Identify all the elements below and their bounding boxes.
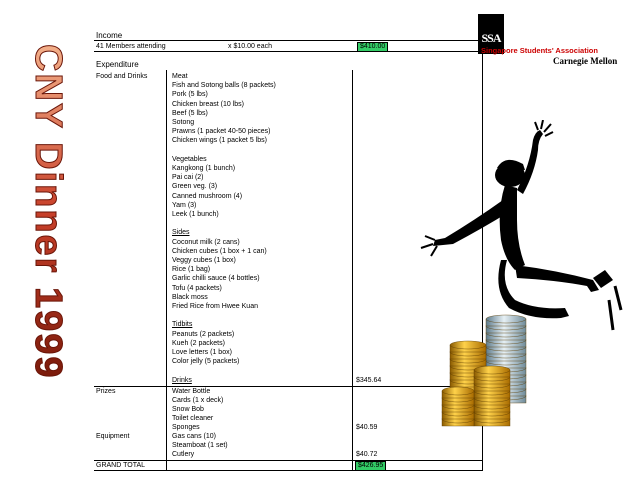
section-title-tidbits: Tidbits — [172, 321, 193, 329]
logo-monogram: SSA — [481, 31, 501, 45]
section-title-sides: Sides — [172, 229, 190, 237]
drinks-rule — [94, 386, 482, 387]
list-item: Green veg. (3) — [172, 183, 218, 191]
income-total: $410.00 — [357, 42, 389, 52]
list-item: Coconut milk (2 cans) — [172, 238, 240, 246]
list-item: Tofu (4 packets) — [172, 284, 222, 292]
section-title-meat: Meat — [172, 73, 188, 80]
food-and-drinks-label: Food and Drinks — [96, 73, 148, 80]
prize-item: Toilet cleaner — [172, 415, 214, 422]
prizes-label: Prizes — [96, 388, 116, 395]
right-border — [482, 40, 483, 471]
income-rule — [94, 51, 482, 52]
coin-stack-group — [441, 314, 527, 427]
food-items-list: Meat Fish and Sotong balls (8 packets) P… — [172, 72, 352, 366]
bottom-rule — [94, 470, 482, 471]
section-title-vegetables: Vegetables — [172, 155, 207, 163]
list-item: Yam (3) — [172, 201, 197, 209]
equipment-item: Cutlery — [172, 451, 195, 458]
grand-total-rule — [94, 460, 482, 461]
rate-per-member: x $10.00 each — [228, 43, 272, 50]
list-item: Chicken cubes (1 box + 1 can) — [172, 247, 267, 255]
vertical-title-text: CNY Dinner 1999 — [27, 44, 69, 380]
list-item: Beef (5 lbs) — [172, 109, 208, 117]
list-item: Peanuts (2 packets) — [172, 330, 235, 338]
list-item: Pai cai (2) — [172, 174, 204, 182]
prize-item: Cards (1 x deck) — [172, 397, 224, 404]
grand-total-value: $426.95 — [355, 461, 387, 471]
prize-item: Snow Bob — [172, 406, 204, 413]
food-total: $345.64 — [356, 377, 382, 384]
logo-org-name: Singapore Students' Association — [481, 46, 598, 55]
ssa-logo: SSA Singapore Students' Association Carn… — [478, 14, 628, 75]
equipment-item: Steamboat (1 set) — [172, 442, 228, 449]
list-item: Fish and Sotong balls (8 packets) — [172, 82, 276, 90]
list-item: Fried Rice from Hwee Kuan — [172, 303, 258, 311]
prizes-total: $40.59 — [356, 424, 378, 431]
equipment-item: Gas cans (10) — [172, 433, 216, 440]
list-item: Leek (1 bunch) — [172, 211, 219, 219]
amount-divider — [352, 70, 353, 470]
list-item: Chicken wings (1 packet 5 lbs) — [172, 137, 267, 145]
ssa-logo-mark: SSA Singapore Students' Association Carn… — [478, 14, 617, 66]
prize-item: Sponges — [172, 424, 200, 431]
list-item: Prawns (1 packet 40-50 pieces) — [172, 128, 271, 136]
section-divider — [166, 70, 167, 470]
prize-item: Water Bottle — [172, 388, 211, 395]
equipment-label: Equipment — [96, 433, 130, 440]
grand-total-label: GRAND TOTAL — [96, 462, 146, 469]
list-item: Pork (5 lbs) — [172, 91, 208, 99]
list-item: Chicken breast (10 lbs) — [172, 100, 244, 108]
list-item: Rice (1 bag) — [172, 266, 211, 274]
members-attending: 41 Members attending — [96, 43, 166, 50]
list-item: Garlic chilli sauce (4 bottles) — [172, 275, 260, 283]
coin-stacks-clipart — [441, 314, 527, 427]
list-item: Veggy cubes (1 box) — [172, 257, 236, 265]
logo-university: Carnegie Mellon — [553, 56, 617, 66]
list-item: Canned mushroom (4) — [172, 192, 243, 200]
list-item: Kangkong (1 bunch) — [172, 165, 236, 173]
list-item: Love letters (1 box) — [172, 349, 232, 357]
list-item: Kueh (2 packets) — [172, 339, 225, 347]
drinks-label: Drinks — [172, 377, 192, 384]
equipment-total: $40.72 — [356, 451, 378, 458]
list-item: Black moss — [172, 293, 208, 301]
expenditure-heading: Expenditure — [96, 60, 139, 69]
income-heading: Income — [96, 31, 123, 40]
vertical-title-art: CNY Dinner 1999 — [27, 44, 70, 381]
top-rule — [94, 40, 482, 41]
list-item: Color jelly (5 packets) — [172, 358, 240, 366]
jumping-figure-clipart — [420, 120, 623, 331]
list-item: Sotong — [172, 119, 195, 127]
